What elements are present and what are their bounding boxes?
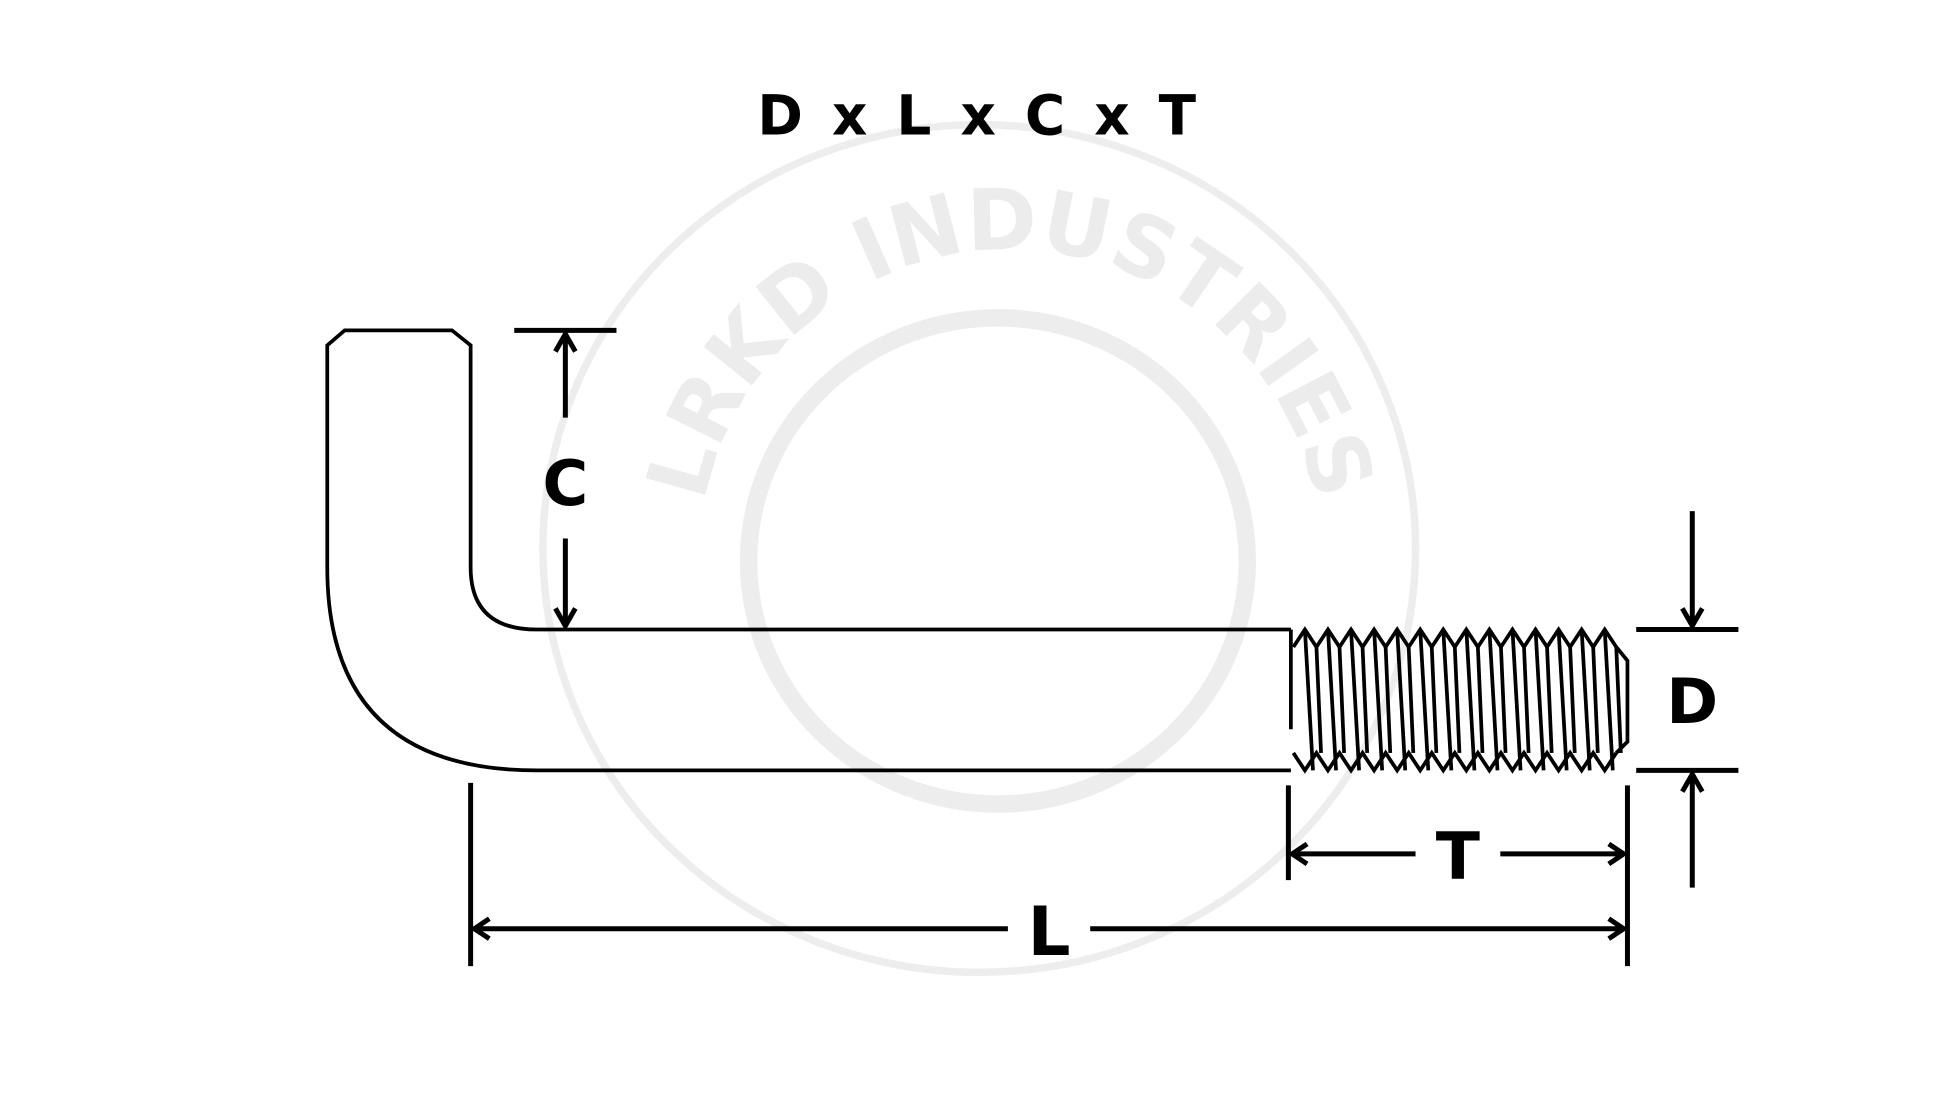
label-l: L <box>1028 893 1071 971</box>
label-t: T <box>1436 820 1480 895</box>
thread-chamfer <box>1614 645 1630 755</box>
label-d: D <box>1666 665 1718 738</box>
thread-section <box>1291 626 1630 774</box>
dimension-c: C <box>514 327 617 631</box>
bolt-outline <box>325 328 1291 773</box>
watermark-text: LRKD INDUSTRIES <box>627 170 1394 508</box>
dimension-d: D <box>1636 511 1739 888</box>
label-c: C <box>542 447 588 520</box>
dimension-t: T <box>1285 785 1630 967</box>
thread-crest-top <box>1291 626 1618 651</box>
dimension-l: L <box>468 782 1629 971</box>
thread-flanks <box>1303 629 1623 771</box>
formula-title: D x L x C x T <box>757 84 1201 148</box>
watermark-logo: LRKD INDUSTRIES <box>539 120 1420 977</box>
thread-crest-bottom <box>1291 749 1618 774</box>
